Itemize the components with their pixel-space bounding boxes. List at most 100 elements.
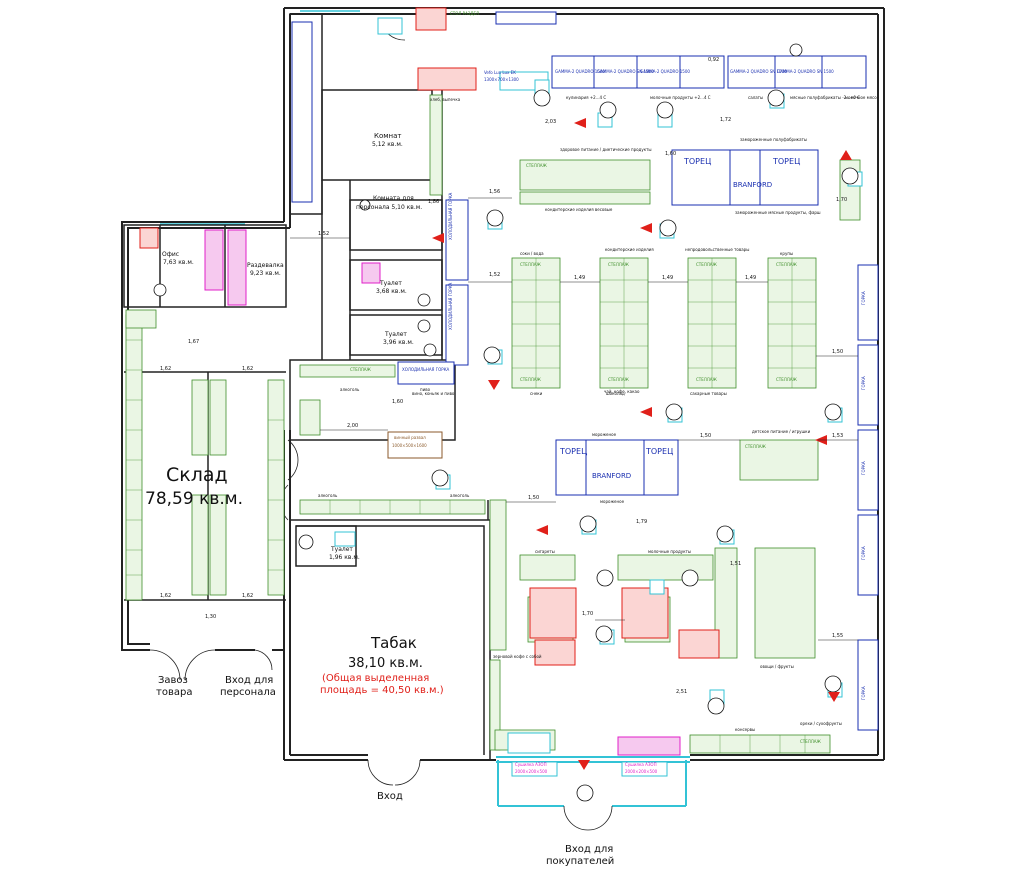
cat-chocolate: шоколад: [606, 391, 625, 396]
dim-20: 2,00: [347, 423, 359, 429]
cat-sugar: сахарные товары: [690, 391, 727, 396]
dim-12: 1,50: [700, 433, 712, 439]
cat-juice: соки / вода: [520, 251, 544, 256]
cat-wine: вино, коньяк и пиво: [412, 391, 455, 396]
gamma-5: GAMMA-2 QUADRO SN 1500: [777, 69, 834, 74]
dim-4: 1,67: [188, 339, 200, 345]
stol-razdel: СТОЛ РАЗДЕЛ: [450, 11, 480, 16]
dim-11: 1,60: [665, 151, 677, 157]
dim-8: 1,49: [662, 275, 674, 281]
gorka-5: ГОРКА: [861, 686, 866, 700]
cat-frozen-meat: замороженные мясные продукты, фарш: [735, 210, 821, 215]
cat-bread: хлеб, выпечка: [430, 97, 461, 102]
cat-nonfood: непродовольственные товары: [685, 247, 750, 252]
cat-alcohol-2: алкоголь: [318, 493, 338, 498]
stellazh-5: СТЕЛЛАЖ: [520, 377, 541, 382]
cat-meat-semi: мясные полуфабрикаты -2...+0 С: [790, 95, 860, 100]
cat-baby: детское питание / игрушки: [752, 429, 811, 434]
room-locker-area: 9,23 кв.м.: [250, 270, 281, 277]
cat-coffee-go: зерновой кофе с собой: [493, 654, 542, 659]
refrigerated-units: [291, 11, 879, 731]
dim-6: 1,62: [242, 593, 254, 599]
dim-19: 1,52: [489, 272, 501, 278]
gamma-4: GAMMA-2 QUADRO SN 1500: [730, 69, 787, 74]
dim-3: 1,52: [318, 231, 330, 237]
cat-alcohol-1: алкоголь: [340, 387, 360, 392]
stellazh-12: СТЕЛЛАЖ: [800, 739, 821, 744]
stellazh-6: СТЕЛЛАЖ: [608, 377, 629, 382]
room-wc3-area: 1,96 кв.м.: [329, 554, 360, 561]
stellazh-4: СТЕЛЛАЖ: [776, 262, 797, 267]
cat-culinary: кулинария +2...4 С: [566, 95, 607, 100]
gamma-1: GAMMA-2 QUADRO 1500: [555, 69, 605, 74]
wine-stand: винный развал: [394, 435, 426, 440]
gamma-2: GAMMA-2 QUADRO SN 1500: [597, 69, 654, 74]
vetrina-sub: 1300×700×1300: [484, 77, 519, 82]
dim-10: 1,50: [528, 495, 540, 501]
room-locker-name: Раздевалка: [247, 262, 284, 269]
gorka-4: ГОРКА: [861, 546, 866, 560]
branford-top: BRANFORD: [733, 181, 773, 189]
entrance-staff-2: персонала: [220, 687, 276, 698]
cat-icecream-2: мороженое: [600, 499, 625, 504]
cat-healthy: здоровое питание / диетические продукты: [560, 147, 652, 152]
dim-22: 1,50: [832, 349, 844, 355]
checkout-right-sub: 2000×200×500: [625, 769, 658, 774]
tobacco-area: 38,10 кв.м.: [348, 656, 423, 671]
checkout-right: Сушилка АЗОП: [625, 762, 657, 767]
entrance-goods-1: Завоз: [158, 675, 188, 686]
entrance-customers-2: покупателей: [546, 856, 615, 867]
room-office-name: Офис: [162, 251, 180, 258]
dim-24: 0,92: [708, 57, 720, 63]
cat-icecream-1: мороженое: [592, 432, 617, 437]
cat-dairy: молочные продукты +2...4 С: [650, 95, 711, 100]
cat-salads: салаты: [748, 95, 764, 100]
torets-top-right: ТОРЕЦ: [773, 157, 801, 166]
cat-snacks: снеки: [530, 391, 543, 396]
tobacco-note-1: (Общая выделенная: [322, 673, 430, 684]
cold-gorka-2: ХОЛОДИЛЬНАЯ ГОРКА: [448, 282, 453, 330]
gorka-1: ГОРКА: [861, 291, 866, 305]
entrance-goods-2: товара: [156, 687, 193, 698]
storage-area: 78,59 кв.м.: [145, 489, 243, 509]
gorka-3: ГОРКА: [861, 461, 866, 475]
torets-bottom-left: ТОРЕЦ: [560, 447, 588, 456]
stellazh-8: СТЕЛЛАЖ: [776, 377, 797, 382]
dim-7: 1,49: [574, 275, 586, 281]
dim-2: 1,62: [242, 366, 254, 372]
dim-21: 1,86: [428, 199, 440, 205]
cat-alcohol-3: алкоголь: [450, 493, 470, 498]
cat-nuts: орехи / сухофрукты: [800, 721, 842, 726]
stellazh-2: СТЕЛЛАЖ: [608, 262, 629, 267]
dim-15: 1,51: [730, 561, 742, 567]
cat-groats: крупы: [780, 251, 794, 256]
stellazh-1: СТЕЛЛАЖ: [520, 262, 541, 267]
dim-9: 1,49: [745, 275, 757, 281]
room-staff-area: персонала 5,10 кв.м.: [356, 204, 423, 211]
dim-14: 1,70: [582, 611, 594, 617]
vetrina: Vefo Lux Lux EK: [484, 70, 516, 75]
room-wc1-name: Туалет: [380, 280, 402, 287]
cat-dairy-2: молочные продукты: [648, 549, 691, 554]
gorka-2: ГОРКА: [861, 376, 866, 390]
tobacco-name: Табак: [371, 634, 417, 652]
cat-cigarettes: сигареты: [535, 549, 555, 554]
room-wc2-area: 3,96 кв.м.: [383, 339, 414, 346]
cat-vegfruit: овощи / фрукты: [760, 664, 794, 669]
dim-25: 1,70: [836, 197, 848, 203]
cold-gorka-1: ХОЛОДИЛЬНАЯ ГОРКА: [448, 192, 453, 240]
stellazh-10: СТЕЛЛАЖ: [745, 444, 766, 449]
checkout-left: Сушилка АЗОП: [515, 762, 547, 767]
dim-5: 1,62: [160, 593, 172, 599]
cat-confection-weight: кондитерские изделия весовые: [545, 207, 613, 212]
cat-confection: кондитерские изделия: [605, 247, 654, 252]
dim-1: 1,62: [160, 366, 172, 372]
checkout-left-sub: 2000×200×500: [515, 769, 548, 774]
cat-beer: пиво: [420, 387, 431, 392]
entrance-staff-1: Вход для: [225, 675, 274, 686]
tobacco-note-2: площадь = 40,50 кв.м.): [320, 685, 444, 696]
branford-bottom: BRANFORD: [592, 472, 632, 480]
torets-bottom-right: ТОРЕЦ: [646, 447, 674, 456]
storage-name: Склад: [166, 464, 228, 486]
dim-29: 1,72: [720, 117, 732, 123]
